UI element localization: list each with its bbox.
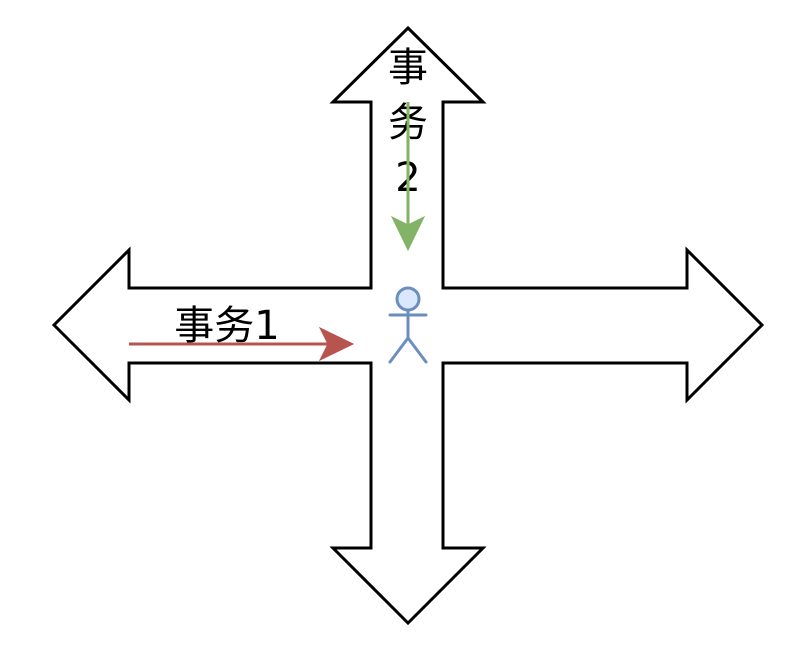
person-icon xyxy=(388,286,428,364)
person-head xyxy=(395,286,421,312)
person-left-leg xyxy=(388,336,410,364)
label-tx2-line-1: 事 xyxy=(388,45,428,91)
label-tx1: 事务1 xyxy=(174,303,279,349)
arrow-tx2-head xyxy=(390,215,426,252)
person-right-leg xyxy=(406,336,428,364)
arrow-tx1-head xyxy=(318,326,355,362)
